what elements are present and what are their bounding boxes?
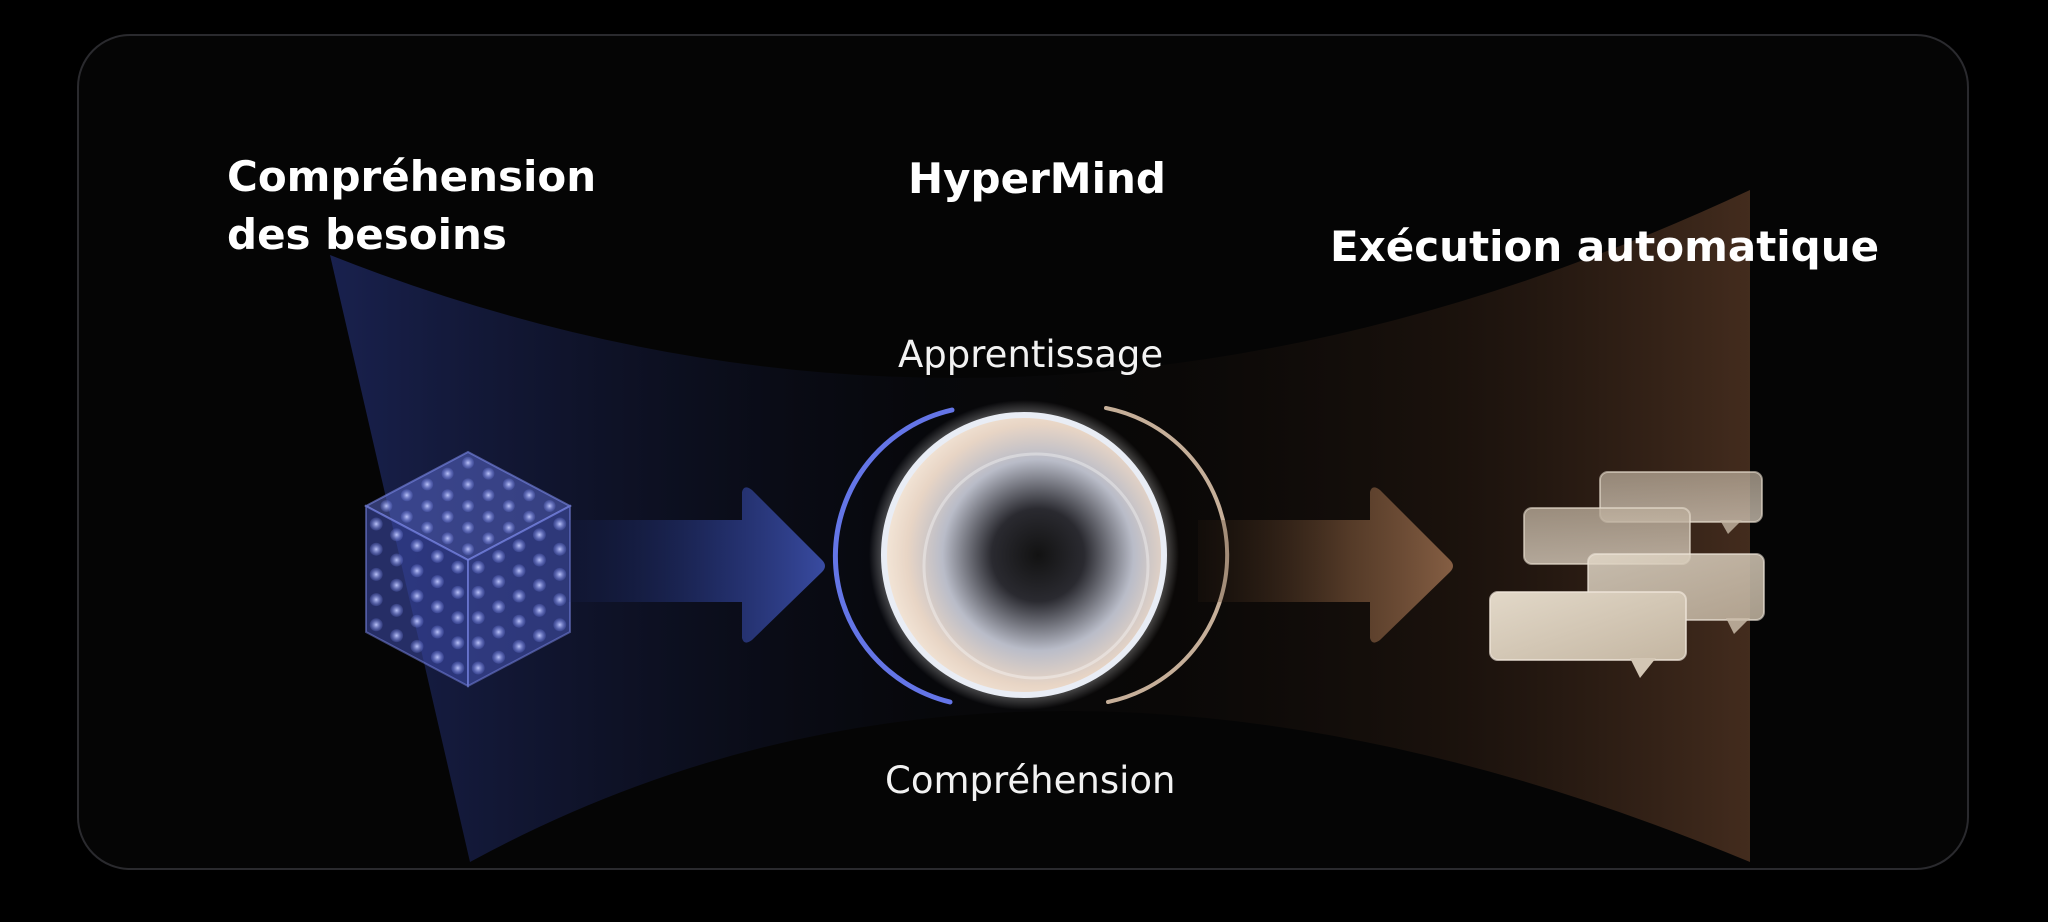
cube-dot [512,639,526,653]
cube-dot [451,585,465,599]
cube-dot [400,510,413,523]
cube-dot [441,489,454,502]
cube-dot [471,560,485,574]
cube-dot [553,542,567,556]
glass-sphere-icon [832,400,1230,710]
cube-dot [502,478,515,491]
cube-dot [441,532,454,545]
cube-dot [512,589,526,603]
cube-dot [462,543,474,556]
cube-dot [492,625,506,639]
cube-dot [492,549,506,563]
cube-dot [492,600,506,614]
cube-dot [369,542,383,556]
cube-dot [532,578,546,592]
cube-dot [553,567,567,581]
cube-dot [369,517,383,531]
cube-dot [441,510,454,523]
cube-dot [523,510,536,523]
cube-dot [421,521,434,534]
cube-dot [430,625,444,639]
cube-dot [482,510,495,523]
cube-dot [369,567,383,581]
cube-dot [369,593,383,607]
center-stage-title: HyperMind [908,154,1166,203]
cube-dot [532,603,546,617]
arrow-right-icon [568,487,825,643]
cube-dot [451,611,465,625]
cube-dot [451,636,465,650]
cube-dot [532,553,546,567]
cube-dot [492,650,506,664]
right-stage-title: Exécution automatique [1330,222,1880,271]
cube-dot [512,564,526,578]
cube-dot [410,589,424,603]
cube-dot [462,521,474,534]
cube-dot [512,539,526,553]
cube-dot [462,456,474,469]
cube-dot [400,489,413,502]
cube-dot [390,553,404,567]
cube-dot [502,500,515,512]
left-stage-title: Compréhension des besoins [227,152,597,259]
cube-dot [390,603,404,617]
cube-dot [553,517,567,531]
cube-dot [482,489,495,502]
cube-dot [553,618,567,632]
cube-dot [369,618,383,632]
cube-dot [451,560,465,574]
bottom-loop-label: Compréhension [885,759,1176,802]
cube-dot [430,549,444,563]
arrow-right-icon [1198,487,1453,643]
cube-dot [462,500,474,512]
cube-dot [390,629,404,643]
cube-dot [492,575,506,589]
cube-dot [390,578,404,592]
cube-dot [421,478,434,491]
cube-dot [410,564,424,578]
glowing-cube-icon [363,450,573,688]
cube-dot [482,532,495,545]
cube-dot [471,611,485,625]
cube-dot [451,661,465,675]
cube-dot [430,600,444,614]
cube-dot [410,639,424,653]
cube-dot [543,500,556,512]
cube-dot [441,467,454,480]
cube-dot [502,521,515,534]
cube-dot [471,636,485,650]
cube-dot [462,478,474,491]
cube-dot [380,500,393,512]
cube-dot [553,593,567,607]
cube-dot [471,585,485,599]
cube-dot [390,528,404,542]
cube-dot [512,614,526,628]
cube-dot [523,489,536,502]
cube-dot [410,614,424,628]
cube-dot [532,528,546,542]
cube-dot [482,467,495,480]
cube-dot [430,575,444,589]
cube-dot [410,539,424,553]
cube-dot [532,629,546,643]
cube-dot [430,650,444,664]
cube-dot [421,500,434,512]
top-loop-label: Apprentissage [898,333,1164,376]
cube-dot [471,661,485,675]
chat-bubbles-icon [1489,471,1765,678]
